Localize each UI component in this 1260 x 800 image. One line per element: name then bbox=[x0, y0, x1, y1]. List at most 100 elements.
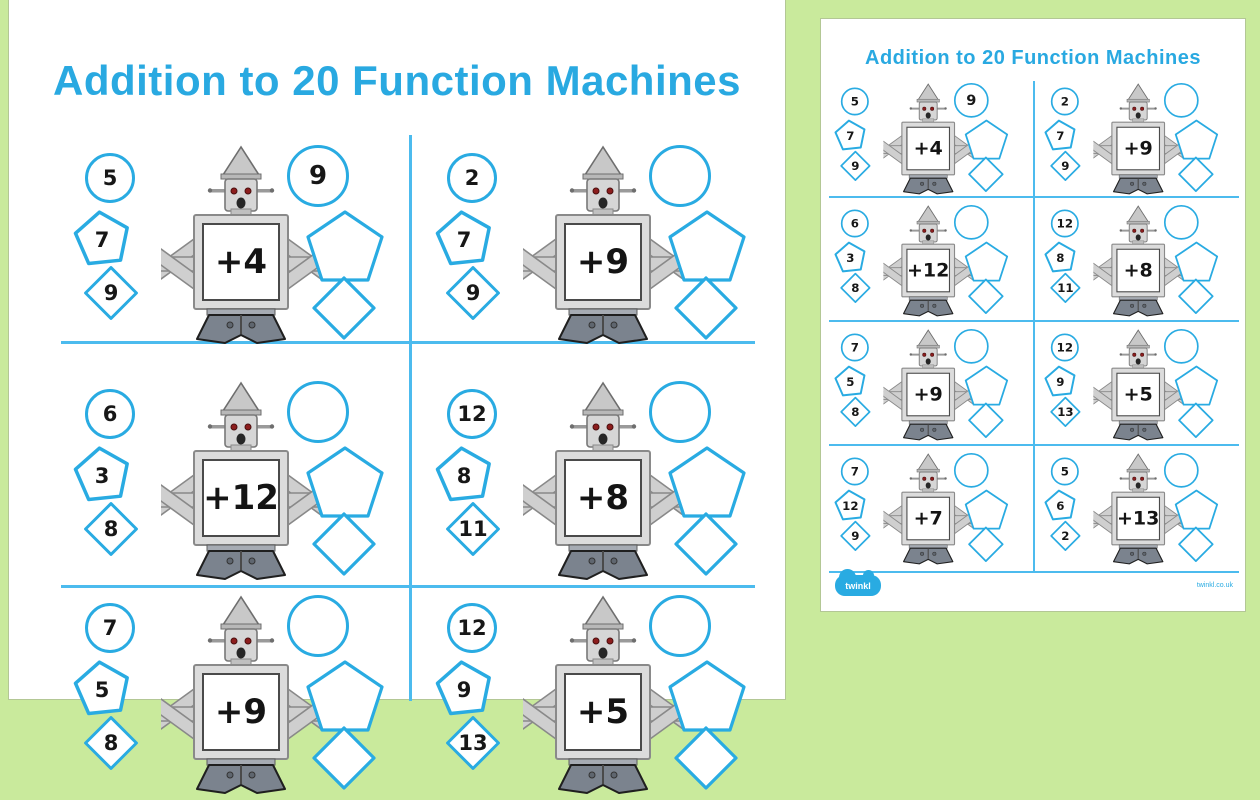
output-circle: 9 bbox=[953, 83, 989, 118]
input-number: 7 bbox=[850, 464, 859, 479]
twinkl-logo-text: twinkl bbox=[845, 580, 871, 591]
input-number: 9 bbox=[1056, 375, 1065, 389]
input-diamond: 8 bbox=[83, 715, 139, 771]
operation-label: +9 bbox=[576, 242, 630, 282]
output-number bbox=[1174, 489, 1219, 530]
output-diamond bbox=[967, 278, 1004, 315]
output-number bbox=[964, 489, 1009, 530]
input-circle: 12 bbox=[447, 389, 497, 439]
grid-divider-horizontal bbox=[61, 585, 755, 588]
output-number bbox=[305, 659, 385, 733]
operation-box: +4 bbox=[202, 223, 280, 301]
input-number: 9 bbox=[456, 677, 472, 702]
input-number: 12 bbox=[457, 616, 487, 640]
operation-label: +7 bbox=[913, 507, 943, 530]
output-diamond bbox=[311, 511, 377, 577]
output-number bbox=[311, 725, 377, 791]
output-number bbox=[1174, 365, 1219, 406]
output-circle bbox=[287, 595, 349, 657]
input-pentagon: 8 bbox=[1044, 241, 1076, 273]
output-number bbox=[964, 241, 1009, 282]
input-pentagon: 3 bbox=[834, 241, 866, 273]
function-machine: +9 2 7 9 bbox=[1043, 83, 1233, 195]
function-machine: +12 6 3 8 bbox=[833, 205, 1023, 317]
worksheet-title: Addition to 20 Function Machines bbox=[53, 57, 741, 104]
input-number: 9 bbox=[851, 529, 860, 543]
operation-label: +5 bbox=[576, 692, 630, 732]
machine-cell: +12 6 3 8 bbox=[71, 381, 411, 581]
grid-divider-vertical bbox=[409, 135, 412, 701]
output-number bbox=[1166, 331, 1197, 362]
operation-box: +7 bbox=[906, 496, 951, 541]
output-circle bbox=[287, 381, 349, 443]
input-circle: 2 bbox=[447, 153, 497, 203]
operation-box: +9 bbox=[564, 223, 642, 301]
input-diamond: 11 bbox=[1050, 272, 1081, 303]
output-number bbox=[652, 598, 708, 654]
function-machine: +4 5 7 9 9 bbox=[71, 145, 411, 345]
operation-label: +9 bbox=[214, 692, 268, 732]
output-number bbox=[673, 725, 739, 791]
output-number bbox=[964, 119, 1009, 160]
output-number bbox=[1177, 526, 1214, 563]
output-pentagon bbox=[667, 445, 747, 519]
grid-divider-vertical bbox=[1033, 81, 1035, 571]
input-number: 11 bbox=[458, 517, 488, 541]
output-pentagon bbox=[667, 659, 747, 733]
output-pentagon bbox=[667, 209, 747, 283]
input-pentagon: 7 bbox=[834, 119, 866, 151]
operation-label: +9 bbox=[1123, 137, 1153, 160]
output-number bbox=[673, 275, 739, 341]
operation-label: +12 bbox=[906, 259, 950, 282]
input-number: 2 bbox=[1060, 94, 1069, 109]
input-pentagon: 9 bbox=[435, 659, 493, 716]
input-diamond: 9 bbox=[840, 520, 871, 551]
machine-cell: +4 5 7 9 9 bbox=[833, 83, 1025, 197]
output-diamond bbox=[673, 275, 739, 341]
input-number: 13 bbox=[458, 731, 488, 755]
input-number: 13 bbox=[1057, 405, 1074, 419]
output-number bbox=[964, 365, 1009, 406]
operation-label: +9 bbox=[913, 383, 943, 406]
output-pentagon bbox=[964, 365, 1009, 406]
input-number: 12 bbox=[1056, 340, 1074, 355]
input-number: 3 bbox=[846, 251, 855, 265]
output-number bbox=[1166, 207, 1197, 238]
output-diamond bbox=[1177, 402, 1214, 439]
input-diamond: 13 bbox=[445, 715, 501, 771]
input-number: 7 bbox=[846, 129, 855, 143]
function-machine: +5 12 9 13 bbox=[1043, 329, 1233, 441]
input-diamond: 9 bbox=[445, 265, 501, 321]
operation-label: +8 bbox=[1123, 259, 1153, 282]
input-circle: 2 bbox=[1050, 87, 1079, 116]
function-machine: +8 12 8 11 bbox=[1043, 205, 1233, 317]
output-number: 9 bbox=[966, 91, 977, 109]
input-number: 9 bbox=[1061, 159, 1070, 173]
input-diamond: 11 bbox=[445, 501, 501, 557]
input-number: 8 bbox=[851, 405, 860, 419]
function-machine: +9 7 5 8 bbox=[71, 595, 411, 795]
input-pentagon: 6 bbox=[1044, 489, 1076, 521]
output-number bbox=[1166, 455, 1197, 486]
output-pentagon bbox=[305, 659, 385, 733]
input-number: 11 bbox=[1057, 281, 1074, 295]
input-number: 6 bbox=[850, 216, 859, 231]
output-number bbox=[967, 156, 1004, 193]
output-diamond bbox=[1177, 278, 1214, 315]
grid-divider-horizontal bbox=[61, 341, 755, 344]
output-number bbox=[1177, 156, 1214, 193]
input-circle: 6 bbox=[85, 389, 135, 439]
output-number bbox=[673, 511, 739, 577]
output-circle bbox=[1163, 205, 1199, 240]
function-machine: +9 7 5 8 bbox=[833, 329, 1023, 441]
input-diamond: 13 bbox=[1050, 396, 1081, 427]
input-number: 6 bbox=[102, 402, 118, 426]
output-pentagon bbox=[305, 209, 385, 283]
grid-divider-horizontal bbox=[829, 320, 1239, 322]
input-circle: 12 bbox=[1050, 209, 1079, 238]
output-diamond bbox=[311, 725, 377, 791]
input-pentagon: 9 bbox=[1044, 365, 1076, 397]
input-circle: 7 bbox=[85, 603, 135, 653]
output-diamond bbox=[673, 511, 739, 577]
machine-cell: +5 12 9 13 bbox=[433, 595, 773, 795]
